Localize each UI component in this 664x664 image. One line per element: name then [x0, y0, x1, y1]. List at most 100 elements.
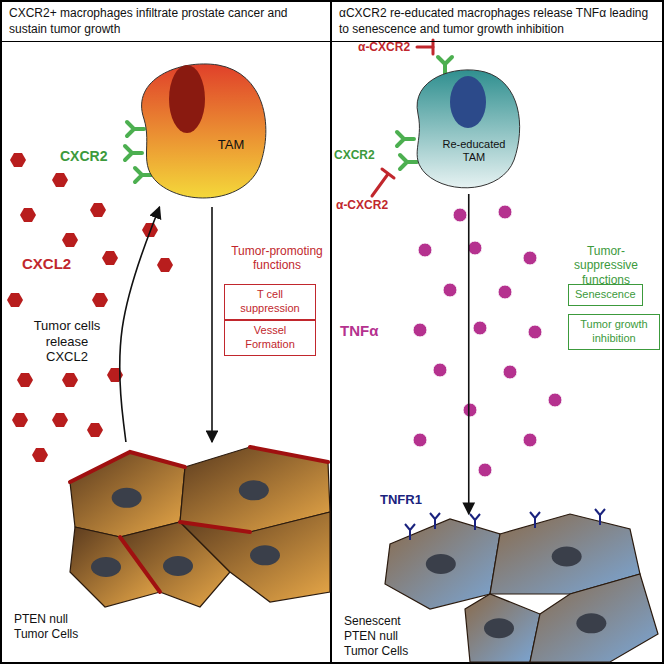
- receptor-symbol: [397, 132, 414, 146]
- tnf-dot: [418, 243, 432, 257]
- antibody-line: [372, 174, 388, 196]
- tnf-dot: [503, 365, 517, 379]
- tumor-cell: [465, 594, 540, 662]
- cxcl2-hexagon: [157, 258, 173, 272]
- tumor-nucleus: [239, 480, 269, 500]
- cxcl2-hexagon: [87, 423, 103, 437]
- tumor-nucleus: [250, 545, 280, 565]
- antibody-line: [417, 46, 433, 49]
- tumor-cell-cluster: Senescent PTEN null Tumor Cells: [340, 514, 660, 664]
- tumor-nucleus: [484, 618, 514, 638]
- antibody-bar: [382, 169, 394, 178]
- blood-vessel: [250, 447, 328, 462]
- cell-body: [142, 64, 266, 198]
- tnf-dot: [478, 463, 492, 477]
- function-box: T cell suppression: [224, 284, 316, 320]
- cxcl2-molecules: [7, 153, 173, 462]
- tnf-dot: [473, 321, 487, 335]
- cell-label: TAM: [206, 137, 256, 153]
- panel-heading: αCXCR2 re-educated macrophages release T…: [332, 2, 662, 42]
- function-text: Senescence: [575, 288, 636, 302]
- tnf-dot: [413, 433, 427, 447]
- tnfr1-receptor: [470, 514, 480, 530]
- tumor-nucleus: [426, 554, 456, 574]
- function-box: Senescence: [568, 284, 643, 306]
- tnf-dot: [523, 251, 537, 265]
- cell-label: Re-educated TAM: [434, 138, 514, 164]
- macrophage-cell: TAM: [122, 57, 272, 207]
- function-box: Tumor growth inhibition: [568, 314, 660, 350]
- annotation-label: Tumor cells release CXCL2: [26, 318, 108, 365]
- tnf-dot: [433, 363, 447, 377]
- annotation-label: CXCL2: [22, 255, 71, 273]
- function-text: Tumor growth inhibition: [575, 318, 653, 346]
- tnf-dot: [463, 403, 477, 417]
- tnf-dot: [443, 283, 457, 297]
- tnf-dot: [548, 393, 562, 407]
- function-box: Vessel Formation: [224, 320, 316, 356]
- tnf-dot: [523, 433, 537, 447]
- tnfr1-receptor: [405, 524, 415, 540]
- tumor-cell: [70, 452, 185, 537]
- tnf-dot: [453, 208, 467, 222]
- tumor-nucleus: [91, 557, 121, 577]
- tumor-nucleus: [552, 547, 582, 567]
- cxcl2-hexagon: [32, 448, 48, 462]
- tumor-nucleus: [576, 613, 606, 633]
- annotation-label: TNFα: [340, 322, 378, 340]
- cxcl2-hexagon: [20, 208, 36, 222]
- annotation-label: α-CXCR2: [336, 198, 388, 212]
- cluster-label: Senescent PTEN null Tumor Cells: [344, 614, 422, 659]
- function-text: T cell suppression: [231, 288, 309, 316]
- tumor-cell: [530, 574, 658, 662]
- cxcl2-hexagon: [62, 373, 78, 387]
- blood-vessel: [180, 522, 250, 532]
- panel-heading: CXCR2+ macrophages infiltrate prostate c…: [2, 2, 330, 42]
- cxcl2-hexagon: [12, 413, 28, 427]
- connector-arrow: [211, 207, 213, 442]
- tnfr1-receptor: [595, 509, 605, 525]
- nucleus: [169, 65, 205, 133]
- cxcl2-hexagon: [92, 293, 108, 307]
- blood-vessel: [70, 452, 185, 482]
- annotation-label: CXCR2: [334, 148, 375, 162]
- cxcl2-hexagon: [52, 173, 68, 187]
- tnf-molecules: [413, 205, 562, 477]
- annotation-label: TNFR1: [380, 492, 422, 508]
- cxcl2-hexagon: [52, 413, 68, 427]
- cell-outline: [122, 57, 272, 207]
- cxcl2-hexagon: [7, 293, 23, 307]
- receptor-symbol: [125, 146, 142, 160]
- cxcl2-hexagon: [62, 233, 78, 247]
- tumor-cell-cluster: PTEN null Tumor Cells: [10, 442, 332, 664]
- cxcl2-hexagon: [10, 153, 26, 167]
- blood-vessel: [120, 537, 160, 592]
- connector-arrow: [468, 194, 470, 514]
- tnf-dot: [528, 325, 542, 339]
- cxcl2-hexagon: [102, 251, 118, 265]
- receptor-symbol: [127, 122, 144, 136]
- tnfr1-receptor: [530, 512, 540, 528]
- cluster-label: PTEN null Tumor Cells: [14, 612, 94, 642]
- tumor-cell: [385, 519, 500, 609]
- tnfr1-receptor: [430, 513, 440, 529]
- cell-body: [417, 70, 520, 188]
- panel: αCXCR2 re-educated macrophages release T…: [332, 0, 664, 664]
- annotation-label: Tumor-promoting functions: [224, 244, 330, 273]
- tnf-dot: [498, 285, 512, 299]
- macrophage-cell: Re-educated TAM: [400, 64, 525, 194]
- connector-arrow: [120, 207, 160, 442]
- tumor-nucleus: [163, 556, 193, 576]
- annotation-label: CXCR2: [60, 148, 107, 165]
- annotation-label: Tumor-suppressive functions: [556, 244, 656, 287]
- receptor-symbol: [438, 57, 452, 74]
- nucleus: [450, 76, 486, 128]
- tnf-dot: [498, 205, 512, 219]
- receptor-symbol: [400, 155, 417, 169]
- cxcl2-hexagon: [90, 203, 106, 217]
- function-text: Vessel Formation: [231, 324, 309, 352]
- cell-outline: [400, 64, 525, 194]
- tnf-dot: [413, 323, 427, 337]
- tumor-nucleus: [112, 488, 142, 508]
- tumor-cell: [180, 512, 330, 602]
